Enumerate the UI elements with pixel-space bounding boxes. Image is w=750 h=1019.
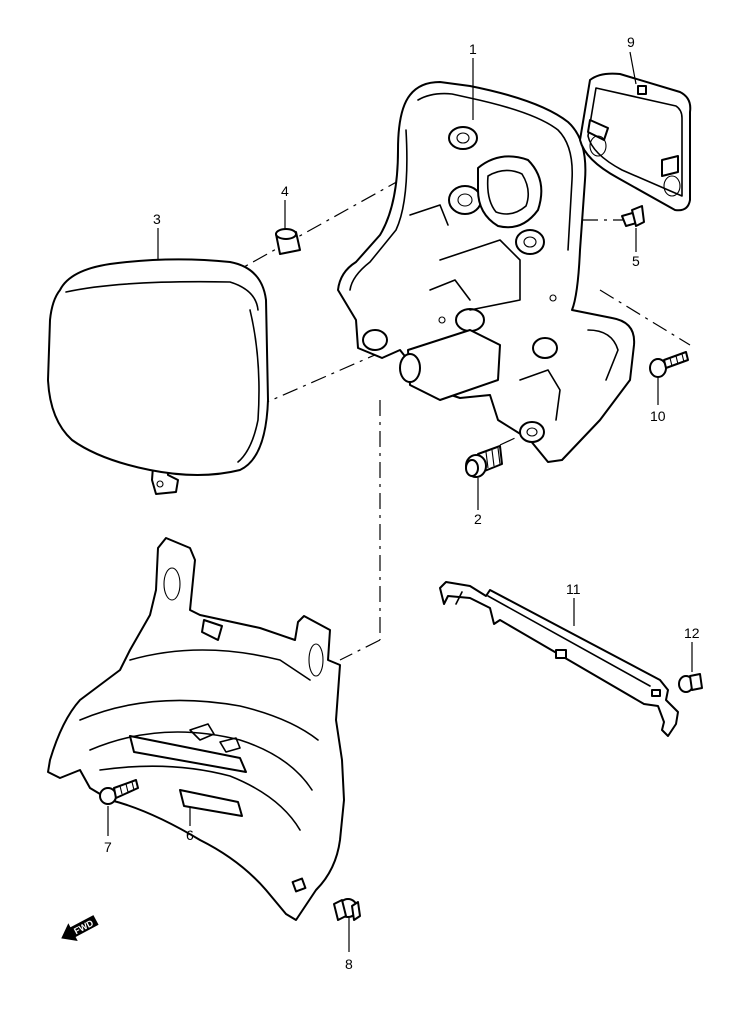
callout-5: 5 bbox=[632, 253, 640, 269]
part-7-screw bbox=[99, 779, 139, 805]
callout-4: 4 bbox=[281, 183, 289, 199]
part-4-grommet bbox=[275, 228, 301, 255]
leader-lines bbox=[107, 51, 693, 952]
callout-8: 8 bbox=[345, 956, 353, 972]
callout-6: 6 bbox=[186, 827, 194, 843]
callout-12: 12 bbox=[684, 625, 700, 641]
fwd-arrow-icon: FWD bbox=[61, 915, 99, 941]
callout-7: 7 bbox=[104, 839, 112, 855]
part-8-clip bbox=[333, 898, 361, 921]
part-12-bolt bbox=[678, 673, 703, 693]
part-5-bolt bbox=[621, 205, 645, 227]
callout-10: 10 bbox=[650, 408, 666, 424]
callout-3: 3 bbox=[153, 211, 161, 227]
callout-9: 9 bbox=[627, 34, 635, 50]
part-3-backrest-pad bbox=[47, 258, 269, 495]
part-11-stay-bracket bbox=[439, 581, 679, 737]
callout-11: 11 bbox=[566, 581, 581, 597]
part-1-backrest-bracket bbox=[337, 81, 636, 463]
callout-2: 2 bbox=[474, 511, 482, 527]
callout-labels: 1 9 4 3 5 10 2 11 12 6 7 8 bbox=[104, 34, 700, 972]
callout-1: 1 bbox=[469, 41, 477, 57]
part-10-screw bbox=[649, 351, 689, 378]
part-2-flange-bolt bbox=[465, 445, 503, 478]
part-6-inner-cover bbox=[47, 537, 345, 921]
part-9-cover-plate bbox=[579, 72, 692, 212]
